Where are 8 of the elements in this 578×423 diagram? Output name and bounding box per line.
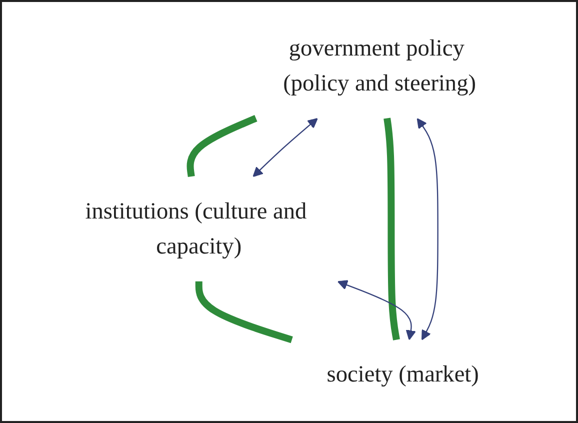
node-text: government policy (policy and steering) [282,35,476,96]
node-text: institutions (culture and capacity) [84,198,306,260]
arrow [416,118,438,340]
arrow [252,118,318,177]
connector [383,118,400,340]
node-text: society (market) [326,362,479,388]
diagram: government policy (policy and steering) institutions (culture and capacity) society (market) [38,4,540,419]
arrow [337,280,416,340]
